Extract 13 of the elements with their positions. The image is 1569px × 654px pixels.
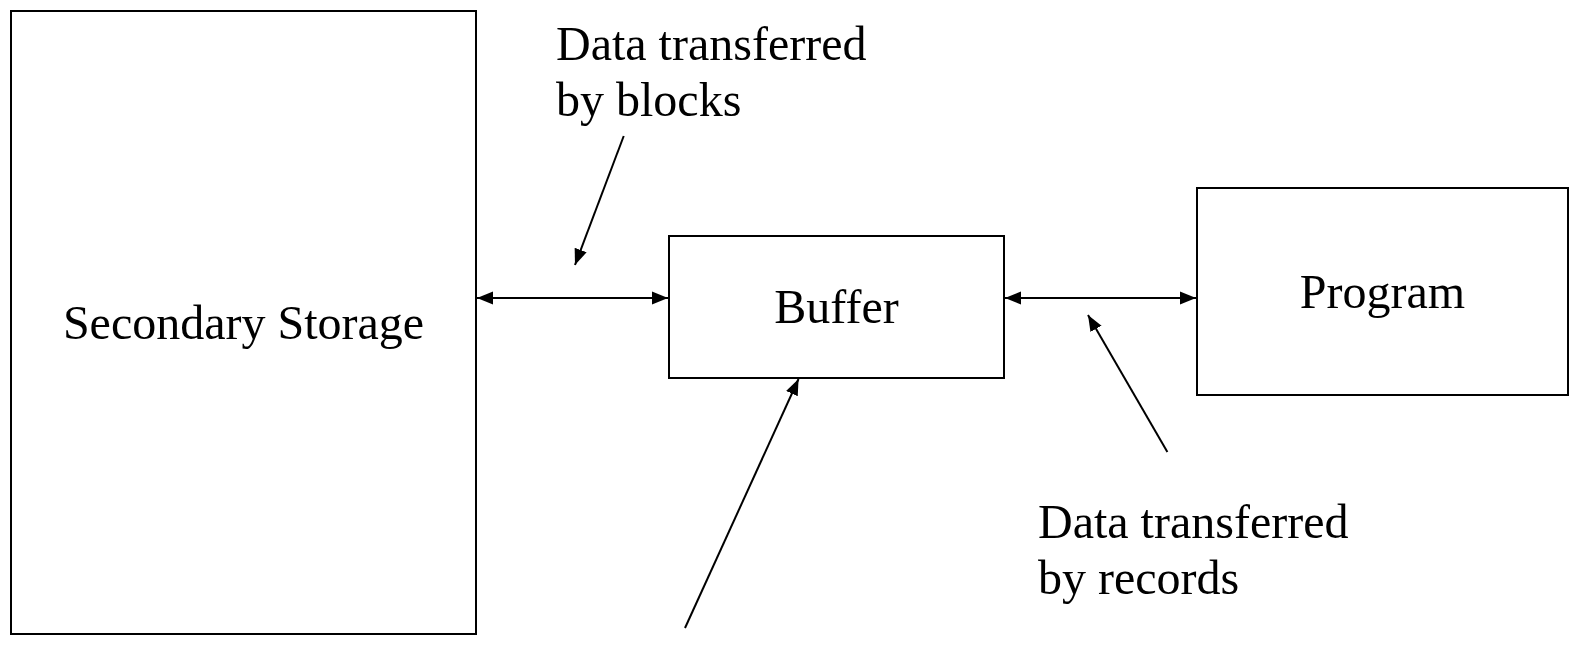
box-label: Program: [1299, 263, 1466, 320]
leader-line: [684, 378, 800, 629]
leader-line: [574, 135, 625, 266]
double-arrow: [476, 291, 669, 305]
annotation-text: Data transferred by blocks: [556, 8, 916, 136]
box-label: Buffer: [774, 279, 899, 335]
double-arrow: [1004, 291, 1197, 305]
program-box: [1196, 187, 1569, 396]
box-label: Secondary Storage: [62, 294, 425, 351]
storage-box: [10, 10, 477, 635]
leader-line: [1087, 314, 1169, 453]
annotation-text: Data transferred by records: [1038, 452, 1398, 648]
buffer-box: [668, 235, 1005, 379]
